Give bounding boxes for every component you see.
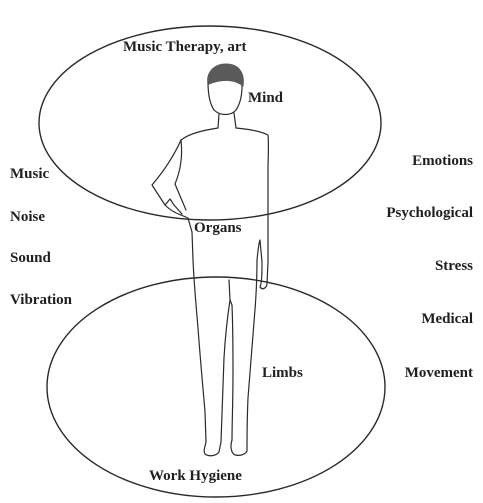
right-item-psychological: Psychological — [386, 204, 473, 222]
mind-label: Mind — [248, 89, 283, 107]
right-item-movement: Movement — [405, 364, 473, 382]
organs-label: Organs — [194, 219, 242, 237]
right-item-stress: Stress — [435, 257, 473, 275]
left-item-vibration: Vibration — [10, 291, 72, 309]
figure-neck — [218, 113, 236, 128]
bottom-oval — [47, 277, 385, 497]
limbs-label: Limbs — [262, 364, 303, 382]
left-item-noise: Noise — [10, 208, 45, 226]
top-oval-label: Music Therapy, art — [123, 38, 246, 56]
bottom-oval-label: Work Hygiene — [149, 467, 242, 485]
figure-left-arm-inner — [175, 140, 186, 210]
left-item-sound: Sound — [10, 249, 51, 267]
figure-leg-divide — [229, 280, 230, 300]
left-item-music: Music — [10, 165, 49, 183]
figure-body-outline — [152, 128, 268, 456]
human-figure — [152, 66, 268, 456]
right-item-emotions: Emotions — [412, 152, 473, 170]
hair-mind-shape — [208, 64, 243, 86]
right-item-medical: Medical — [421, 310, 473, 328]
